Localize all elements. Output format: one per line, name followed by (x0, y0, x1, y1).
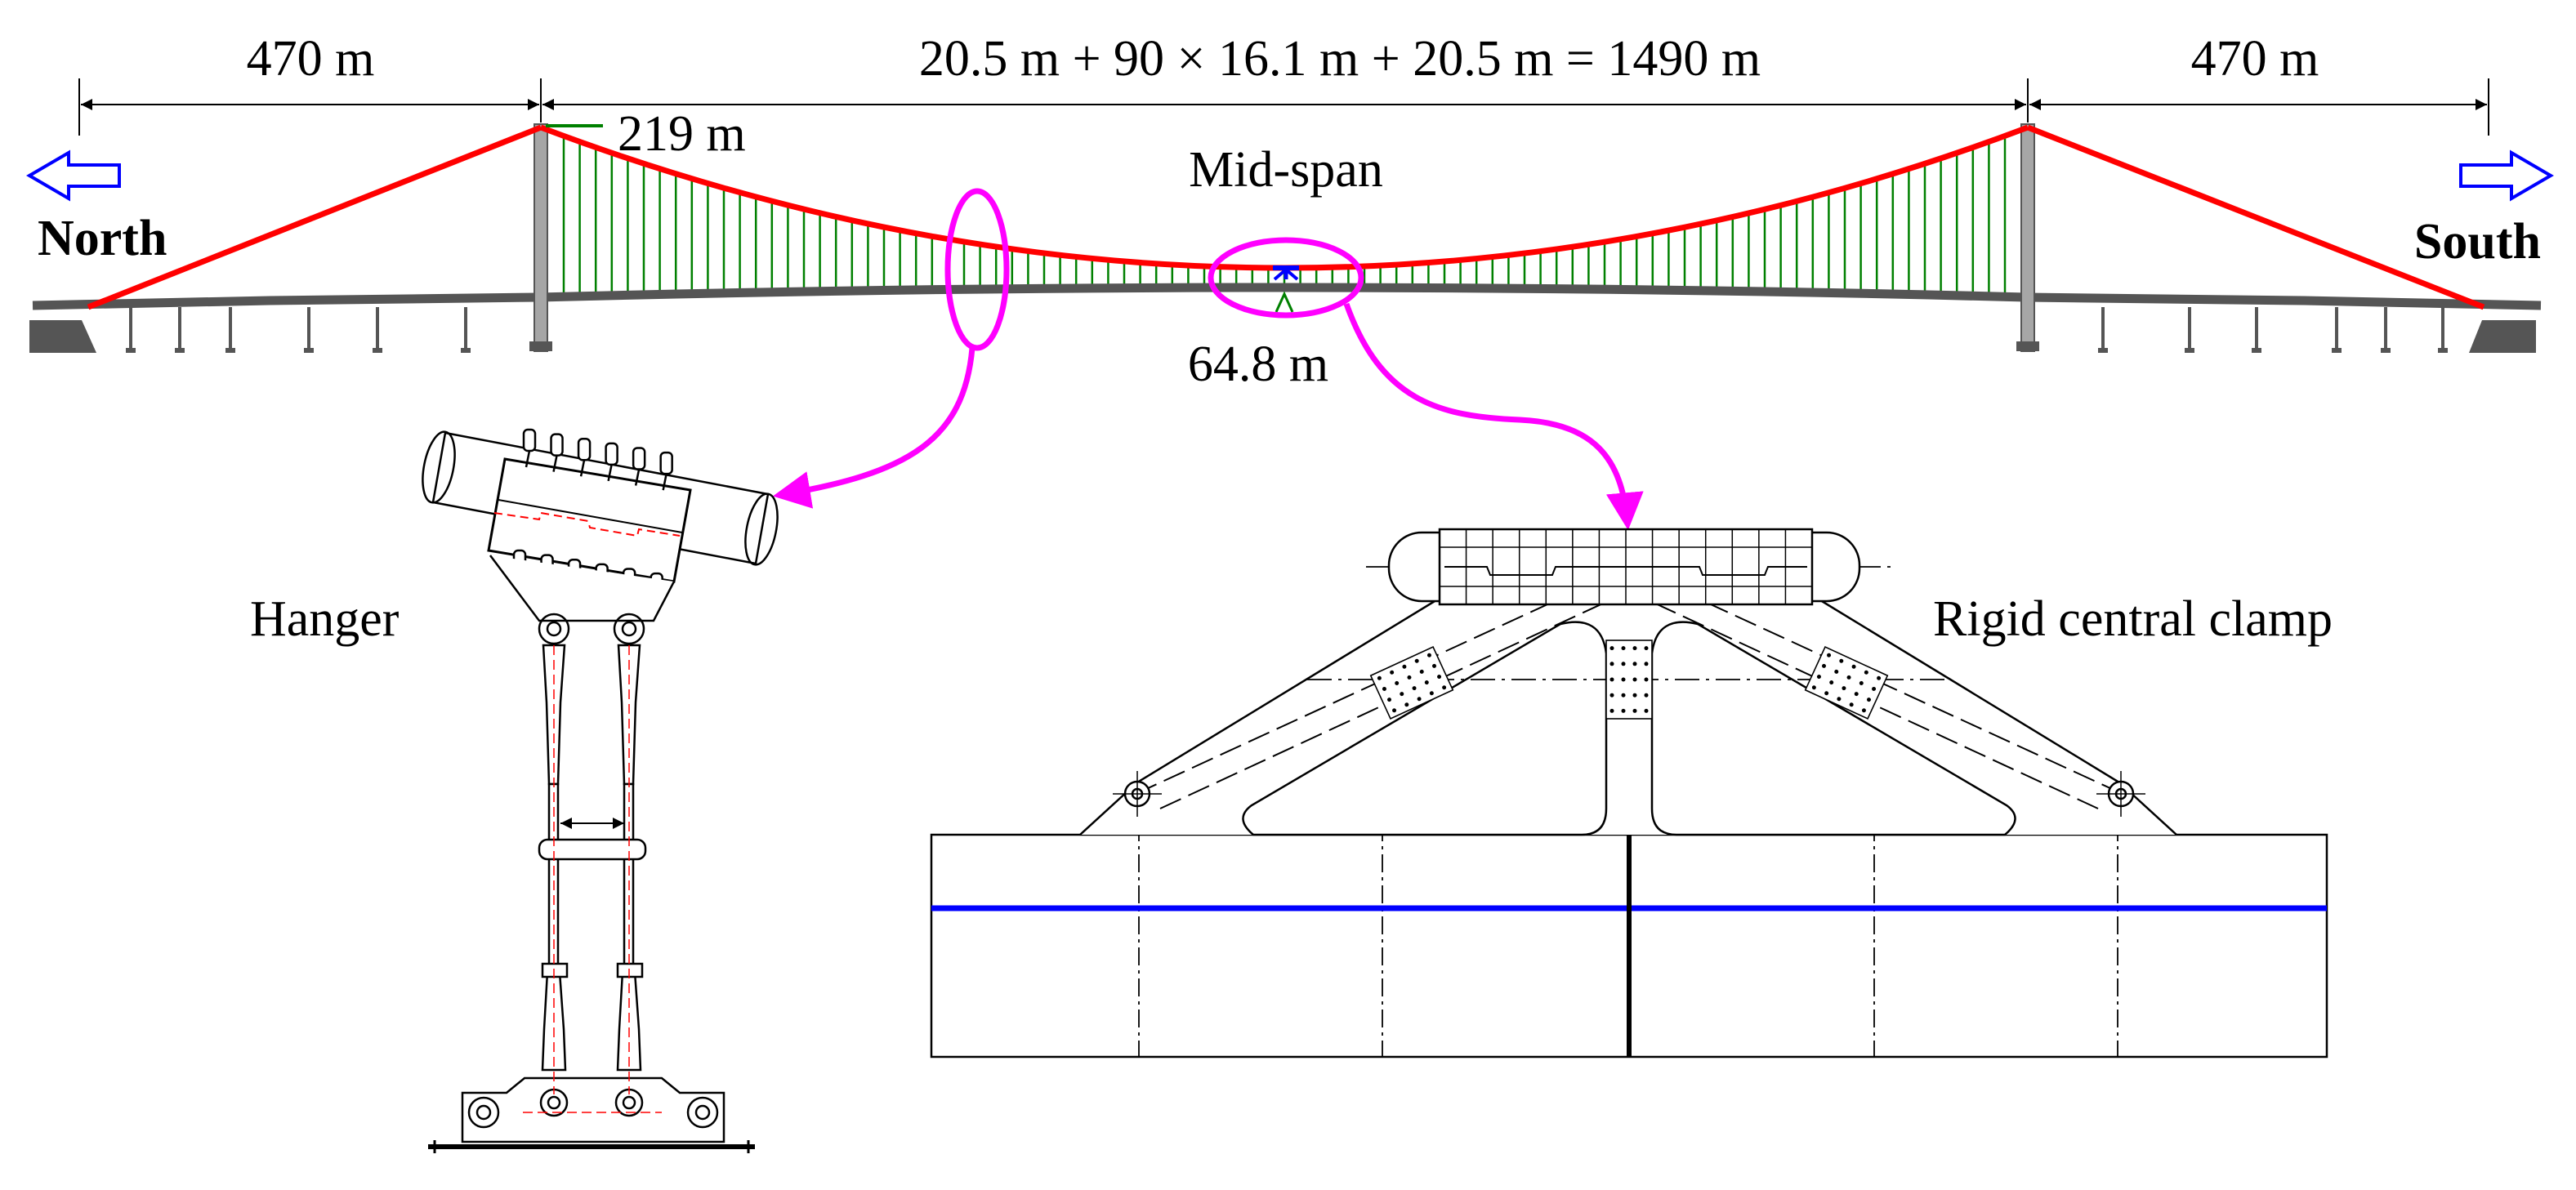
mid-span-label: Mid-span (1189, 142, 1383, 198)
clamp-callout-arrow (1343, 302, 1644, 531)
pier-footing (373, 348, 382, 353)
south-tower (2020, 123, 2035, 352)
north-label: North (38, 211, 167, 266)
clamp-highlight-ellipse (1208, 237, 1364, 319)
pier-footing (2438, 348, 2448, 353)
hanger-highlight-ellipse (944, 188, 1010, 351)
north-tower-base (529, 341, 552, 351)
pier-footing (175, 348, 185, 353)
left-arrow-outline-icon (26, 149, 121, 202)
pier-footing (304, 348, 314, 353)
north-span-label: 470 m (247, 31, 375, 87)
bolted-splice-plate (1369, 646, 1454, 720)
bolted-splice-plate (1605, 640, 1653, 720)
north-abutment (29, 320, 96, 353)
pier-footing (2332, 348, 2342, 353)
bolt-shank (634, 469, 641, 486)
hanger-callout-arrow (772, 347, 975, 509)
pier-footing (2098, 348, 2108, 353)
pier-footing (225, 348, 235, 353)
pier-footing (2185, 348, 2194, 353)
south-tower-base (2016, 341, 2039, 351)
labels: 470 m 20.5 m + 90 × 16.1 m + 20.5 m = 14… (38, 31, 2541, 647)
bolt-shank (662, 473, 667, 491)
central-clamp-detail (930, 528, 2328, 1059)
rigid-central-clamp-label: Rigid central clamp (1933, 591, 2333, 647)
clamp-height-marker (1275, 291, 1294, 313)
clamp-bolt-top (577, 437, 592, 461)
clamp-height-label: 64.8 m (1188, 336, 1328, 392)
clamp-bolt-top (522, 428, 537, 452)
south-span-label: 470 m (2191, 31, 2319, 87)
north-backstay (87, 124, 542, 310)
hanger-detail (422, 428, 779, 1153)
sag-label: 219 m (618, 106, 746, 162)
clamp-bolt-top (550, 433, 564, 457)
pier-footing (126, 348, 136, 353)
bolt-shank (525, 450, 531, 468)
clamp-bolt-top (605, 442, 618, 466)
pier-footing (461, 348, 471, 353)
central-clamp-marker (1273, 265, 1299, 281)
south-abutment (2469, 320, 2536, 353)
bolt-shank (607, 464, 613, 482)
deck-girder (32, 283, 2542, 310)
main-span-label: 20.5 m + 90 × 16.1 m + 20.5 m = 1490 m (919, 31, 1761, 87)
clamp-bolt-top (632, 447, 646, 470)
right-arrow-outline-icon (2459, 149, 2554, 202)
bolted-splice-plate (1804, 646, 1889, 720)
hanger-array (562, 136, 2007, 297)
hanger-label: Hanger (250, 591, 400, 647)
south-backstay (2026, 124, 2485, 310)
pier-footing (2252, 348, 2261, 353)
dimension-lines (78, 78, 2489, 136)
bridge-elevation (29, 123, 2542, 353)
bolt-shank (579, 459, 586, 477)
pier-footing (2381, 348, 2391, 353)
approach-piers (126, 307, 2448, 353)
south-label: South (2414, 214, 2541, 270)
bolt-shank (552, 455, 558, 472)
clamp-bolt-top (659, 451, 673, 475)
north-tower (534, 123, 548, 352)
